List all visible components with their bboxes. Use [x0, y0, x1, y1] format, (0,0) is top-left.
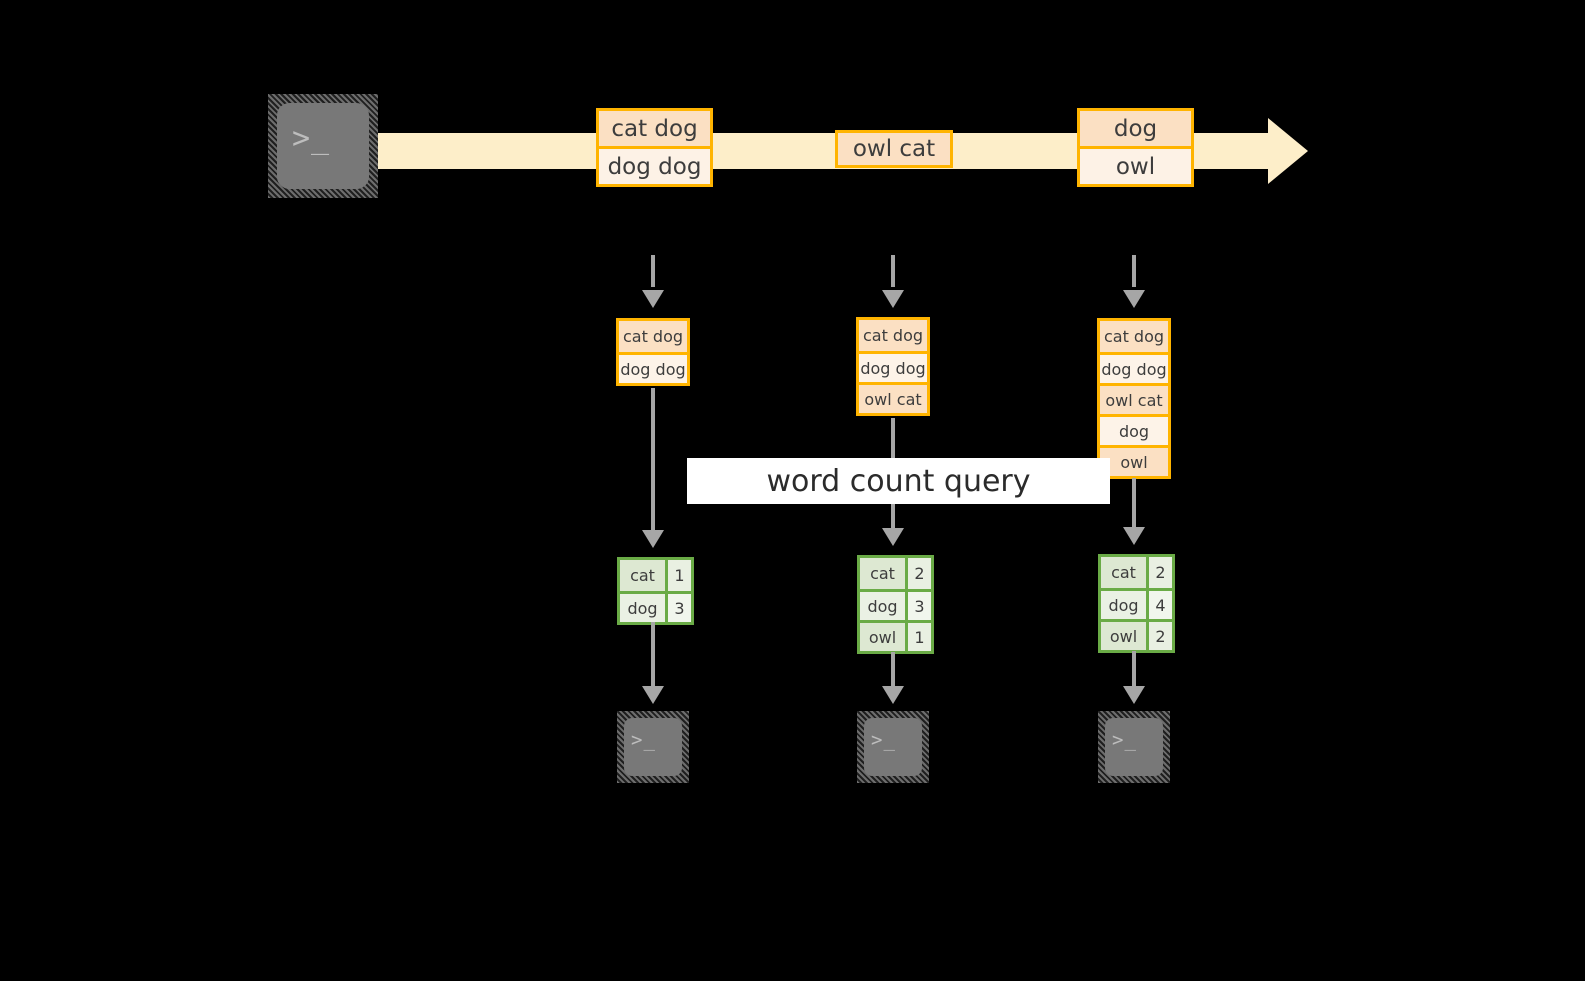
sink-terminal-icon-2: >_	[857, 711, 929, 783]
table-row: cat 2	[1101, 557, 1172, 588]
result-count: 2	[905, 558, 931, 589]
snapshot-trigger-arrow-3	[1123, 290, 1145, 308]
stream-arrowhead-icon	[1268, 118, 1308, 184]
result-word: owl	[860, 623, 905, 651]
result-table-2: cat 2 dog 3 owl 1	[857, 555, 934, 654]
result-count: 2	[1146, 557, 1172, 588]
result-word: cat	[860, 558, 905, 589]
query-connector-arrow-2	[882, 528, 904, 546]
snapshot-table-2: cat dog dog dog owl cat	[856, 317, 930, 416]
sink-connector-line-2	[891, 652, 895, 688]
result-word: dog	[860, 592, 905, 620]
table-row: dog 3	[860, 589, 931, 620]
stream-event-group-3: dog owl	[1077, 108, 1194, 187]
terminal-prompt-glyph: >_	[631, 729, 656, 751]
result-table-1: cat 1 dog 3	[617, 557, 694, 625]
table-row: owl 2	[1101, 619, 1172, 650]
query-connector-line-1	[651, 388, 655, 533]
snapshot-row: cat dog	[1100, 321, 1168, 352]
snapshot-row: dog dog	[619, 352, 687, 383]
table-row: owl 1	[860, 620, 931, 651]
result-count: 3	[905, 592, 931, 620]
terminal-prompt-glyph: >_	[1112, 729, 1137, 751]
snapshot-table-1: cat dog dog dog	[616, 318, 690, 386]
sink-terminal-icon-1: >_	[617, 711, 689, 783]
snapshot-row: dog	[1100, 414, 1168, 445]
snapshot-table-3: cat dog dog dog owl cat dog owl	[1097, 318, 1171, 479]
query-connector-arrow-3	[1123, 527, 1145, 545]
snapshot-trigger-line-1	[651, 255, 655, 287]
result-word: dog	[620, 594, 665, 622]
table-row: dog 3	[620, 591, 691, 622]
stream-event-line: dog	[1080, 111, 1191, 146]
terminal-body	[864, 718, 922, 776]
result-count: 2	[1146, 622, 1172, 650]
query-label: word count query	[687, 458, 1110, 504]
terminal-prompt-glyph: >_	[871, 729, 896, 751]
sink-connector-arrow-3	[1123, 686, 1145, 704]
snapshot-trigger-arrow-1	[642, 290, 664, 308]
result-count: 3	[665, 594, 691, 622]
result-count: 4	[1146, 591, 1172, 619]
snapshot-trigger-arrow-2	[882, 290, 904, 308]
terminal-body	[1105, 718, 1163, 776]
stream-event-line: dog dog	[599, 146, 710, 184]
table-row: dog 4	[1101, 588, 1172, 619]
result-word: dog	[1101, 591, 1146, 619]
source-terminal-icon: >_	[268, 94, 378, 198]
terminal-body	[277, 103, 369, 189]
snapshot-trigger-line-3	[1132, 255, 1136, 287]
snapshot-row: dog dog	[859, 351, 927, 382]
snapshot-row: dog dog	[1100, 352, 1168, 383]
result-count: 1	[665, 560, 691, 591]
result-word: owl	[1101, 622, 1146, 650]
terminal-body	[624, 718, 682, 776]
stream-event-line: owl	[1080, 146, 1191, 184]
result-word: cat	[620, 560, 665, 591]
result-count: 1	[905, 623, 931, 651]
sink-terminal-icon-3: >_	[1098, 711, 1170, 783]
sink-connector-line-1	[651, 622, 655, 688]
table-row: cat 2	[860, 558, 931, 589]
snapshot-row: cat dog	[619, 321, 687, 352]
stream-event-line: owl cat	[838, 133, 950, 165]
sink-connector-arrow-1	[642, 686, 664, 704]
stream-event-group-2: owl cat	[835, 130, 953, 168]
snapshot-trigger-line-2	[891, 255, 895, 287]
result-table-3: cat 2 dog 4 owl 2	[1098, 554, 1175, 653]
snapshot-row: cat dog	[859, 320, 927, 351]
snapshot-row: owl	[1100, 445, 1168, 476]
query-connector-line-3	[1132, 478, 1136, 530]
stream-event-line: cat dog	[599, 111, 710, 146]
result-word: cat	[1101, 557, 1146, 588]
sink-connector-line-3	[1132, 651, 1136, 688]
sink-connector-arrow-2	[882, 686, 904, 704]
snapshot-row: owl cat	[1100, 383, 1168, 414]
query-connector-arrow-1	[642, 530, 664, 548]
stream-event-group-1: cat dog dog dog	[596, 108, 713, 187]
snapshot-row: owl cat	[859, 382, 927, 413]
terminal-prompt-glyph: >_	[292, 121, 331, 156]
table-row: cat 1	[620, 560, 691, 591]
